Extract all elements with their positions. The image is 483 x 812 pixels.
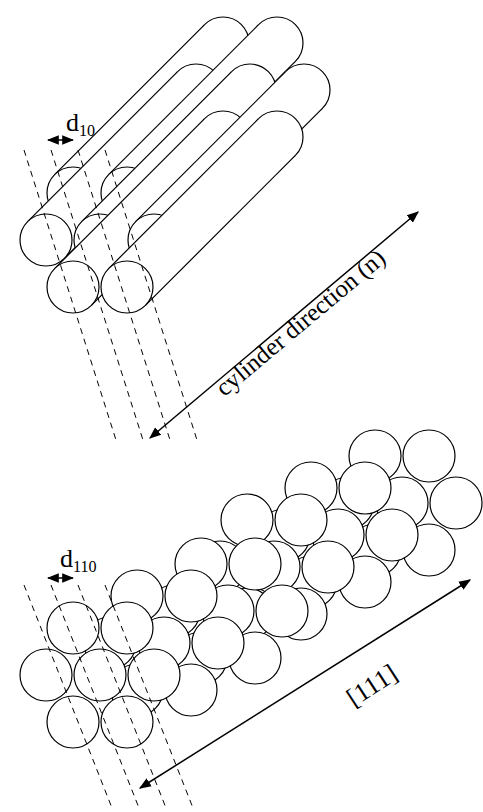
direction-label: [111]: [342, 660, 402, 711]
cylinder-edge: [109, 119, 259, 269]
plane-line: [105, 150, 197, 440]
cylinder-face: [47, 261, 99, 313]
sphere: [302, 541, 354, 593]
spacing-label: d110: [60, 546, 97, 575]
sphere: [128, 649, 180, 701]
sphere: [229, 538, 281, 590]
plane-line: [105, 585, 193, 808]
sphere: [339, 462, 391, 514]
plane-line: [24, 585, 112, 808]
sphere: [275, 494, 327, 546]
spacing-label: d10: [66, 110, 95, 139]
cylinder-face: [101, 261, 153, 313]
plane-line: [24, 150, 116, 440]
sphere: [221, 494, 273, 546]
sphere: [20, 649, 72, 701]
plane-line: [78, 585, 166, 808]
direction-label: cylinder direction (n): [211, 244, 390, 400]
sphere: [256, 585, 308, 637]
sphere: [192, 617, 244, 669]
sphere: [101, 602, 153, 654]
sphere: [47, 602, 99, 654]
sphere: [366, 509, 418, 561]
sphere: [430, 477, 482, 529]
sphere: [165, 570, 217, 622]
cylinder-edge: [145, 155, 295, 305]
plane-line: [51, 585, 139, 808]
sphere: [101, 696, 153, 748]
plane-line: [78, 150, 170, 440]
sphere: [47, 696, 99, 748]
plane-line: [51, 150, 143, 440]
sphere: [74, 649, 126, 701]
sphere: [403, 430, 455, 482]
